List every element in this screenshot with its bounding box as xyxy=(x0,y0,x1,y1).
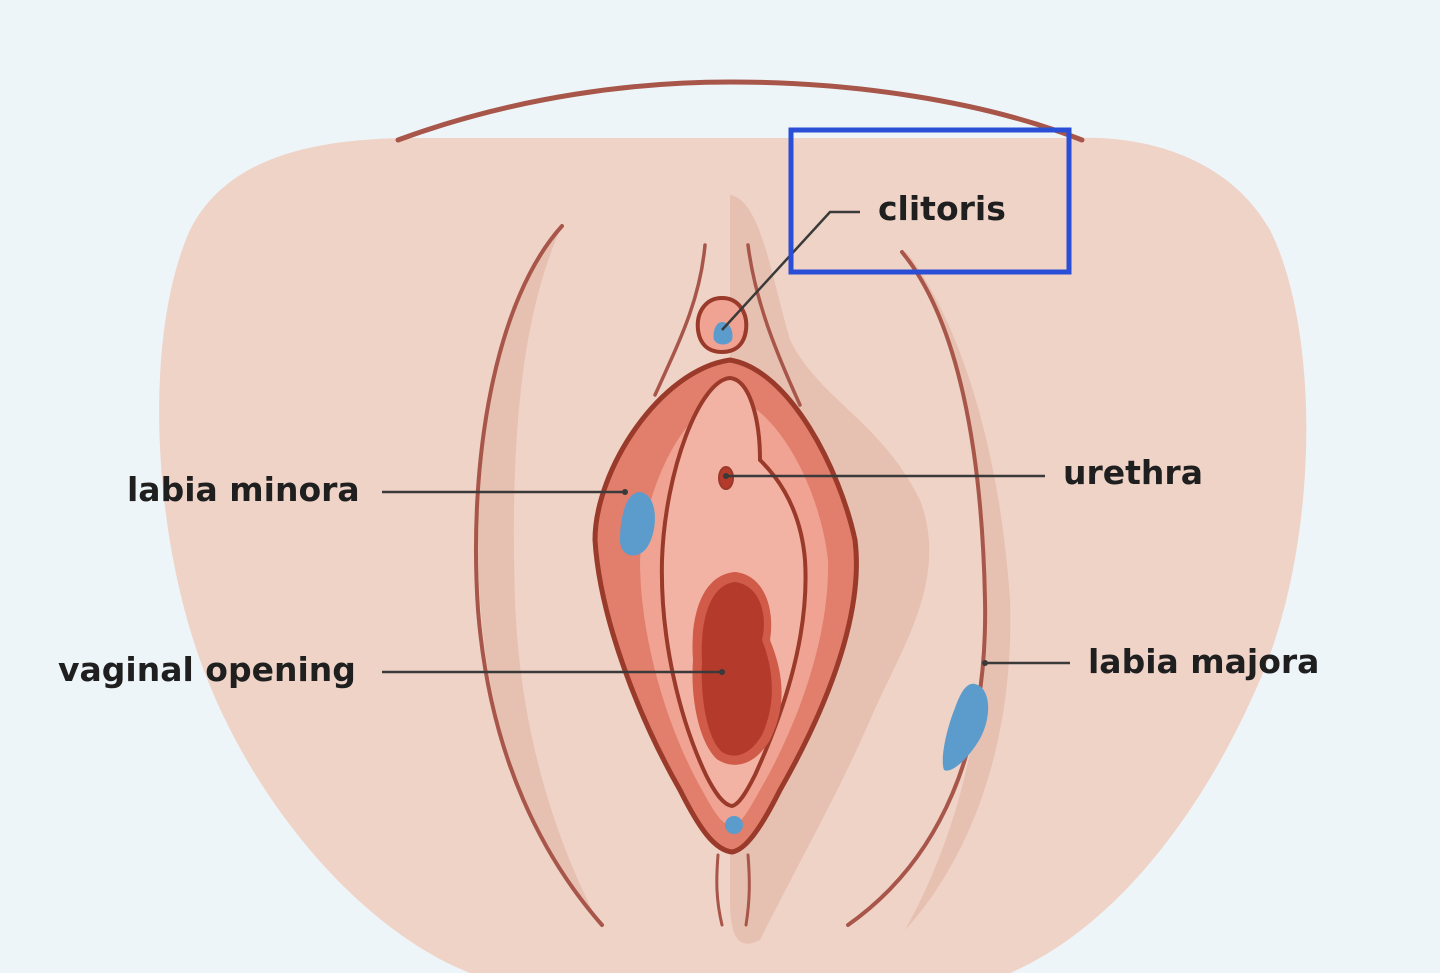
perineum-left xyxy=(715,853,724,927)
labia-majora-line-left xyxy=(473,224,604,927)
leader-labia-majora-dot xyxy=(982,660,988,666)
label-vaginal-opening: vaginal opening xyxy=(58,650,356,689)
label-labia-minora: labia minora xyxy=(127,470,360,509)
label-urethra: urethra xyxy=(1063,453,1203,492)
label-labia-majora: labia majora xyxy=(1088,642,1319,681)
clitoris-accent-icon xyxy=(713,322,733,345)
clitoris-highlight-box xyxy=(788,127,1072,275)
leader-vaginal-opening-dot xyxy=(719,669,725,675)
clitoral-hood-right xyxy=(746,243,802,407)
labia-majora-line-right xyxy=(846,250,988,927)
mons-outline xyxy=(395,79,1085,143)
leader-urethra-dot xyxy=(723,473,729,479)
vaginal-opening-inner xyxy=(701,582,772,756)
label-clitoris: clitoris xyxy=(878,189,1006,228)
lower-accent-icon xyxy=(725,816,743,834)
labia-minora-accent-icon xyxy=(620,492,655,556)
leader-clitoris xyxy=(721,210,860,331)
labia-majora-accent-icon xyxy=(942,683,989,771)
perineum-right xyxy=(744,853,751,927)
clitoral-hood-left xyxy=(653,243,707,397)
labia-majora-shade-right xyxy=(905,250,1011,930)
leader-labia-minora-dot xyxy=(622,489,628,495)
labia-majora-shade-left xyxy=(478,230,600,925)
